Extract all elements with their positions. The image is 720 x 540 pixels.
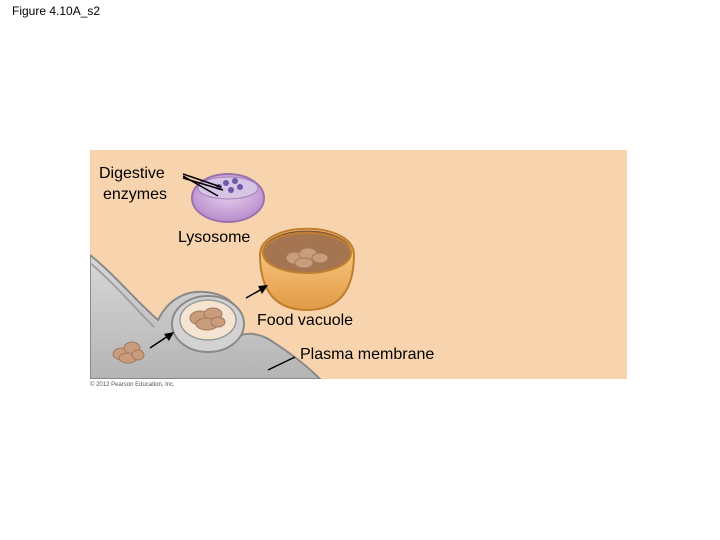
arrow-particle-to-pocket — [149, 332, 174, 349]
plasma-membrane-line — [90, 262, 155, 328]
food-particle-engulfed — [189, 307, 226, 331]
label-digestive-enzymes-1: Digestive — [99, 165, 165, 182]
leader-digestive-enzymes — [182, 173, 224, 197]
copyright-notice: © 2012 Pearson Education, Inc. — [90, 382, 175, 388]
label-digestive-enzymes-2: enzymes — [103, 186, 168, 203]
food-vacuole — [258, 227, 356, 312]
diagram-svg — [90, 150, 627, 379]
label-food-vacuole: Food vacuole — [257, 312, 354, 329]
figure-title: Figure 4.10A_s2 — [12, 4, 101, 18]
food-particle-outside — [112, 341, 145, 364]
leader-plasma-membrane — [267, 356, 296, 371]
label-lysosome: Lysosome — [178, 229, 251, 246]
diagram-panel: Digestive enzymes Lysosome Food vacuole … — [90, 150, 627, 379]
arrow-pocket-to-vacuole — [245, 285, 268, 299]
label-plasma-membrane: Plasma membrane — [300, 346, 435, 363]
